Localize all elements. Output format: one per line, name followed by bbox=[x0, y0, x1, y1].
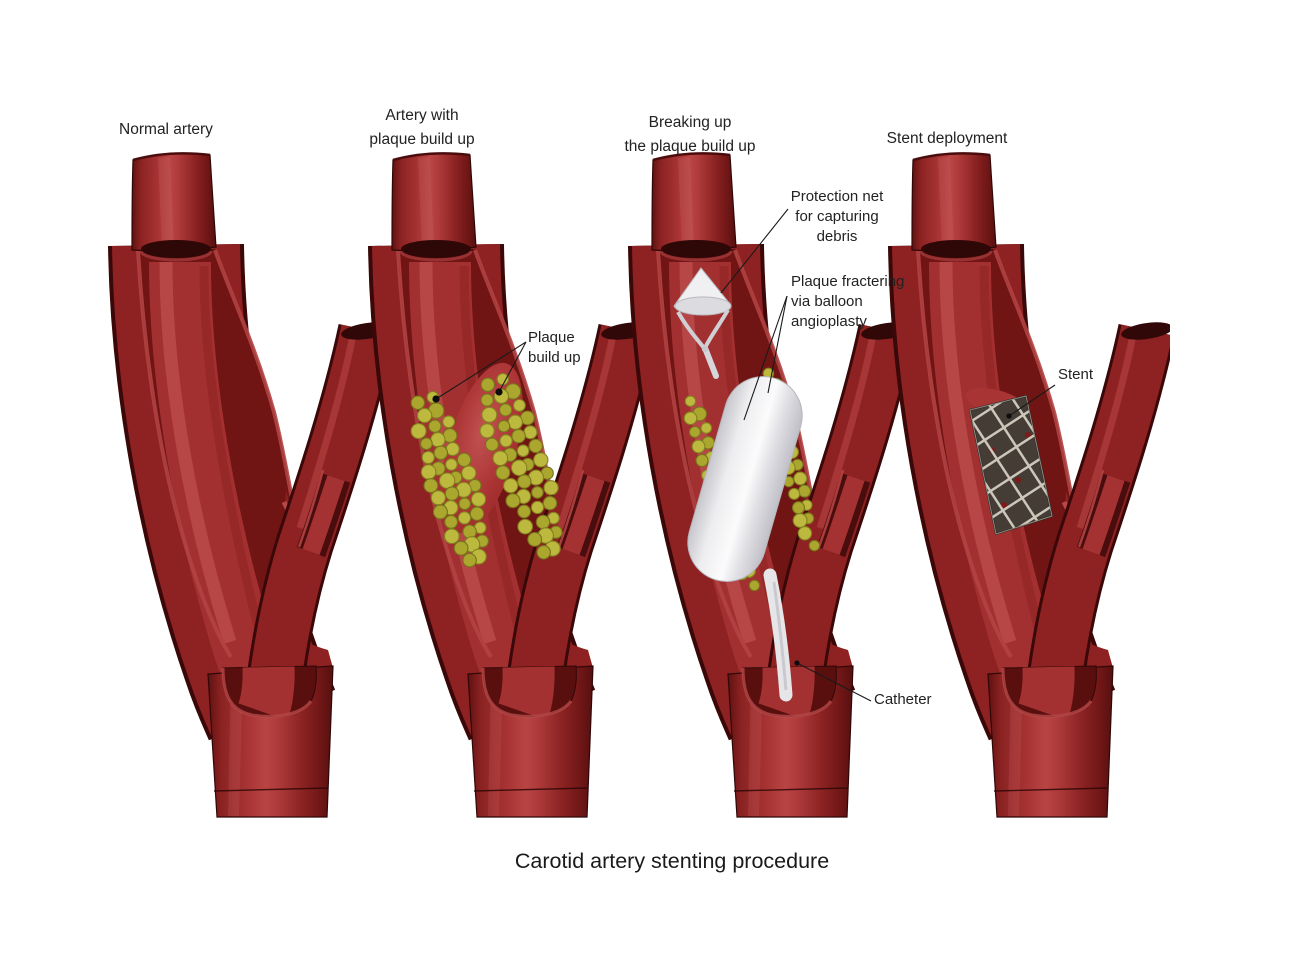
artery-illustration-angioplasty bbox=[620, 150, 910, 820]
stent-mesh-graphic bbox=[968, 394, 1054, 536]
annotation-plaque-buildup: Plaque build up bbox=[528, 329, 581, 366]
panel-title-normal-artery: Normal artery bbox=[119, 121, 213, 138]
annotation-plaque-fracturing: Plaque fractering via balloon angioplast… bbox=[791, 273, 905, 330]
panel-title-plaque-buildup: Artery with plaque build up bbox=[369, 107, 475, 148]
annotation-stent: Stent bbox=[1058, 366, 1094, 383]
annotation-catheter: Catheter bbox=[874, 691, 932, 708]
panel-title-stent-deployment: Stent deployment bbox=[886, 130, 1008, 147]
artery-illustration-stent bbox=[880, 150, 1170, 820]
catheter-graphic bbox=[763, 568, 793, 702]
stent-overlay bbox=[965, 388, 1054, 536]
protection-net-graphic bbox=[673, 267, 732, 379]
panel-title-breaking-plaque: Breaking up the plaque build up bbox=[624, 114, 756, 155]
artery-illustration-plaque bbox=[360, 150, 650, 820]
diagram-title: Carotid artery stenting procedure bbox=[514, 849, 830, 873]
artery-illustration-normal bbox=[100, 150, 390, 820]
annotation-protection-net: Protection net for capturing debris bbox=[790, 188, 884, 245]
